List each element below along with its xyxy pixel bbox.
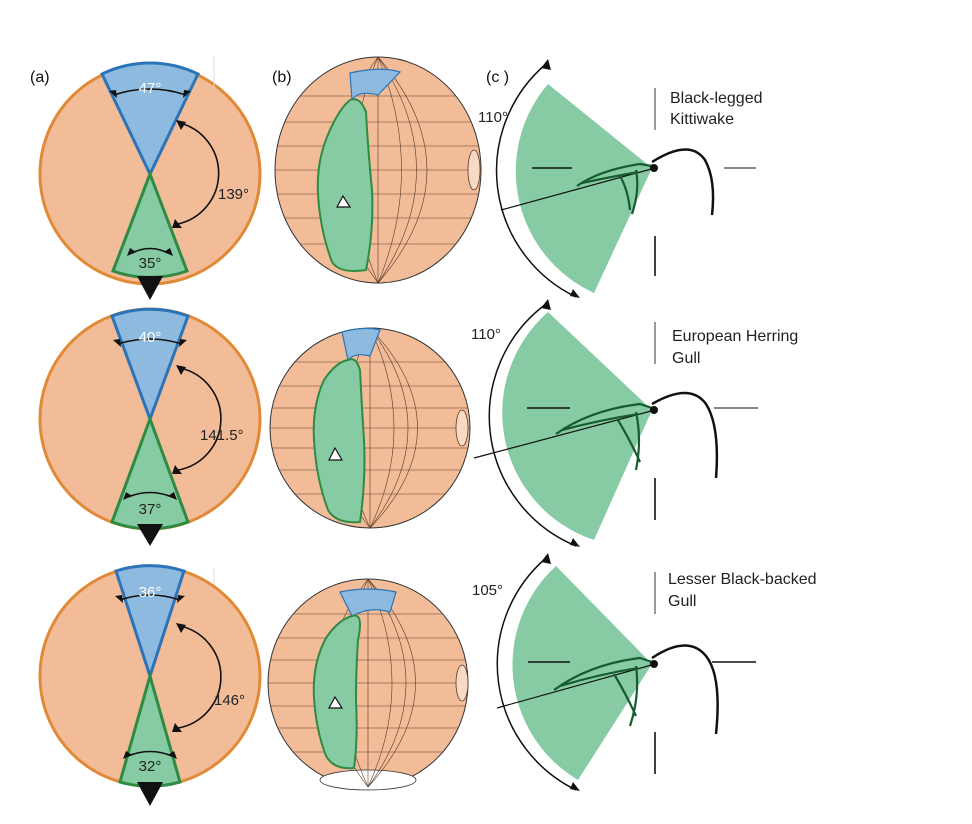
retinal-globe xyxy=(213,55,482,284)
species-name-line-1: European Herring xyxy=(672,328,798,345)
binocular-bottom-angle: 32° xyxy=(139,758,162,775)
beak-marker xyxy=(137,524,163,546)
side-view-field: 110° European Herring Gull xyxy=(471,299,798,547)
retinal-globe xyxy=(269,327,471,529)
retinal-globe xyxy=(267,578,469,791)
species-name-line-1: Black-legged xyxy=(670,90,763,107)
bird-head-outline xyxy=(555,402,653,471)
binocular-bottom-angle: 37° xyxy=(139,501,162,518)
field-angle: 110° xyxy=(478,109,508,126)
row-1: 47° 35° 139° xyxy=(38,55,763,300)
field-angle: 105° xyxy=(472,582,503,599)
panel-label-b: (b) xyxy=(272,69,292,86)
binocular-field-diagram: 40° 37° 141.5° xyxy=(38,307,262,546)
globe-green-region xyxy=(312,358,366,524)
blind-side-angle: 139° xyxy=(218,186,249,203)
binocular-sector-top xyxy=(100,61,200,178)
beak-marker xyxy=(137,276,163,300)
visual-field-wedge xyxy=(515,84,652,293)
globe-green-region xyxy=(316,98,374,272)
globe-blue-region xyxy=(341,327,381,362)
binocular-field-diagram: 47° 35° 139° xyxy=(38,61,262,300)
binocular-top-angle: 36° xyxy=(139,584,162,601)
bird-head-outline xyxy=(553,656,653,727)
side-view-field: 105° Lesser Black-backed Gull xyxy=(472,553,817,791)
globe-green-region xyxy=(312,614,361,770)
row-2: 40° 37° 141.5° xyxy=(38,299,798,547)
species-name-line-2: Gull xyxy=(672,350,700,367)
row-3: 36° 32° 146° xyxy=(38,553,817,806)
beak-marker xyxy=(137,782,163,806)
binocular-top-angle: 40° xyxy=(139,329,162,346)
species-name-line-2: Kittiwake xyxy=(670,111,734,128)
eye-marker xyxy=(650,660,658,668)
eye-marker xyxy=(650,164,658,172)
binocular-sector-top xyxy=(114,564,186,681)
binocular-sector-top xyxy=(110,307,190,424)
field-angle: 110° xyxy=(471,326,501,343)
species-name-line-2: Gull xyxy=(668,593,696,610)
panel-label-c: (c ) xyxy=(486,69,509,86)
bird-head-outline xyxy=(576,162,653,215)
side-view-field: 110° Black-legged Kittiwake xyxy=(478,59,763,298)
species-name-line-1: Lesser Black-backed xyxy=(668,571,817,588)
globe-blue-region xyxy=(339,588,397,617)
panel-label-a: (a) xyxy=(30,69,50,86)
binocular-field-diagram: 36° 32° 146° xyxy=(38,564,262,806)
blind-side-angle: 146° xyxy=(214,692,245,709)
binocular-bottom-angle: 35° xyxy=(139,255,162,272)
globe-blue-region xyxy=(349,68,402,102)
eye-marker xyxy=(650,406,658,414)
blind-side-angle: 141.5° xyxy=(200,427,244,444)
binocular-top-angle: 47° xyxy=(139,80,162,97)
